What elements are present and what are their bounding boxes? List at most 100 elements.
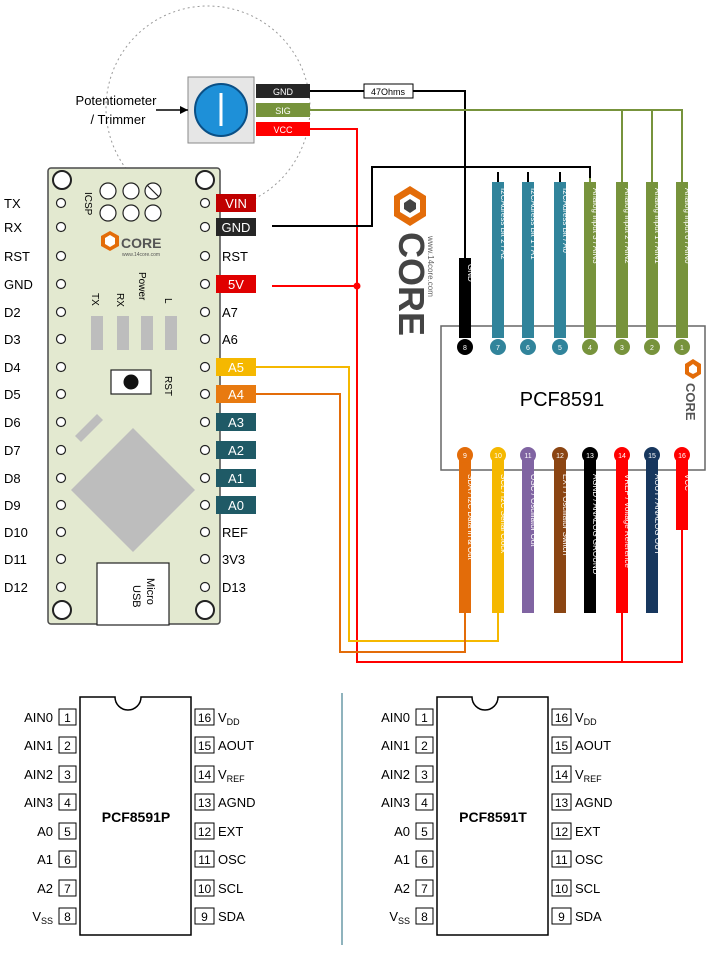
nano-pin-hole [199,472,211,484]
pcf-bottom-pin-number: 11 [524,453,531,460]
chip-pin-box [194,822,215,840]
chip-pin-number: 14 [198,768,212,782]
chip-pcf8591t: PCF8591T1AIN02AIN13AIN24AIN35A06A17A28VS… [381,696,613,936]
pcf-top-pin-dot [614,339,630,355]
pcf-bottom-pin-dot [582,447,598,463]
nano-left-pin-label: RX [4,220,22,235]
pot-pin-gnd-bg [256,84,310,98]
nano-pin-hole [199,333,211,345]
brand-logo-text: CORE [391,232,432,336]
chip-pin-number: 3 [421,768,428,782]
nano-right-pin-label: A1 [228,471,244,486]
nano-left-pin-label: RST [4,249,30,264]
chip-pin-label: VSS [389,909,410,926]
leds [91,316,177,350]
icsp-pin1-mark [146,184,160,198]
nano-right-pin-label: A7 [222,305,238,320]
chip-pin-box [194,765,215,783]
chip-pin-label: AIN3 [24,795,53,810]
nano-right-pin-label: RST [222,249,248,264]
resistor-label: 47Ohms [371,87,406,97]
pot-pin-vcc-bg [256,122,310,136]
pcf-bottom-pin-dot [490,447,506,463]
mount-hole [195,600,215,620]
chip-pin-label: VDD [575,710,597,727]
pcf-top-pin-number: 2 [650,345,654,352]
pcf-bottom-pin-wire [646,456,658,613]
chip-pin-number: 7 [421,882,428,896]
pcf-top-pin-dot [644,339,660,355]
arrow-head-icon [180,106,188,114]
chip-pin-label: AOUT [575,738,611,753]
nano-pin-hole [199,444,211,456]
pcf-top-pin-wire [646,182,658,338]
chip-body [436,696,549,936]
nano-left-pin-label: D5 [4,387,21,402]
chip-pin-box [415,708,434,726]
nano-pin-hole [55,444,67,456]
chip-pin-box [551,850,572,868]
nano-left-pin-label: D12 [4,580,28,595]
chip-pin-label: SCL [218,881,243,896]
chip-pin-box [194,736,215,754]
pcf-bottom-pin-wire [492,456,504,613]
pcf-bottom-pin-dot [520,447,536,463]
nano-pin-hole [55,278,67,290]
chip-pin-label: A0 [394,824,410,839]
pcf-top-pin-wire [459,258,471,338]
chip-pin-box [551,736,572,754]
chip-pin-number: 8 [421,910,428,924]
pcf-top-pin-label: Analog Input 3 / AIN3 [591,188,600,264]
pcf-bottom-pin-number: 16 [678,453,686,460]
potentiometer: Potentiometer / Trimmer GND SIG VCC 47Oh… [76,76,414,144]
brand-logo-url: www.14core.com [426,235,435,297]
chip-pin-number: 1 [64,711,71,725]
nano-left-pin-label: D9 [4,498,21,513]
chip-pin-number: 15 [198,739,212,753]
chip-pin-box [551,879,572,897]
pot-pin-sig: SIG [275,106,291,116]
nano-right-pin-label: REF [222,525,248,540]
pcf-top-pin-number: 6 [526,345,530,352]
chip-pin-number: 3 [64,768,71,782]
pcf-board-title: PCF8591 [520,389,605,411]
chip-pin-box [58,765,77,783]
chip-name: PCF8591T [459,809,527,825]
led-label-tx: TX [89,293,100,306]
arduino-nano: ICSP CORE www.14core.com Power L TX RX R… [4,167,256,626]
pcf-top-pin-wire [492,182,504,338]
pcf-bottom-pin-label: AGND / ANALOG GROUND [591,474,600,575]
pcf-top-pin-dot [520,339,536,355]
nano-pin-badge [216,194,256,212]
pcf-bottom-pin-label: EXT / Oscillator Switch [561,474,570,555]
nano-left-pin-label: D6 [4,415,21,430]
pcf-top-pin-dot [552,339,568,355]
nano-pin-hole [199,197,211,209]
nano-pin-hole [55,197,67,209]
chip-pin-label: EXT [575,824,600,839]
nano-pin-hole [55,306,67,318]
svg-text:CORE: CORE [683,383,698,421]
chip-pin-box [551,822,572,840]
pot-label-line2: / Trimmer [91,112,147,127]
nano-pin-badge [216,358,256,376]
chip-pin-number: 16 [555,711,569,725]
chip-pin-label: A2 [37,881,53,896]
pot-pin-sig-bg [256,103,310,117]
pcf-bottom-pin-number: 12 [556,453,564,460]
pcf-bottom-pin-label: AOUT / ANALOG OUT [653,474,662,555]
chip-pin-number: 9 [558,910,565,924]
micro-usb-port [96,562,170,626]
chip-pin-label: AIN2 [24,767,53,782]
pcf-top-pin-label: Analog Input 0 / AIN0 [683,188,692,264]
chip-pin-box [415,850,434,868]
chip-pin-label: AGND [218,795,256,810]
arduino-logo-url: www.14core.com [122,252,160,258]
pcf-top-pin-wire [522,182,534,338]
chip-pin-label: AIN2 [381,767,410,782]
chip-pin-number: 13 [555,796,569,810]
pcf-top-pin-dot [674,339,690,355]
arduino-logo-text: CORE [121,235,161,251]
nano-pin-hole [55,581,67,593]
nano-pin-hole [199,553,211,565]
